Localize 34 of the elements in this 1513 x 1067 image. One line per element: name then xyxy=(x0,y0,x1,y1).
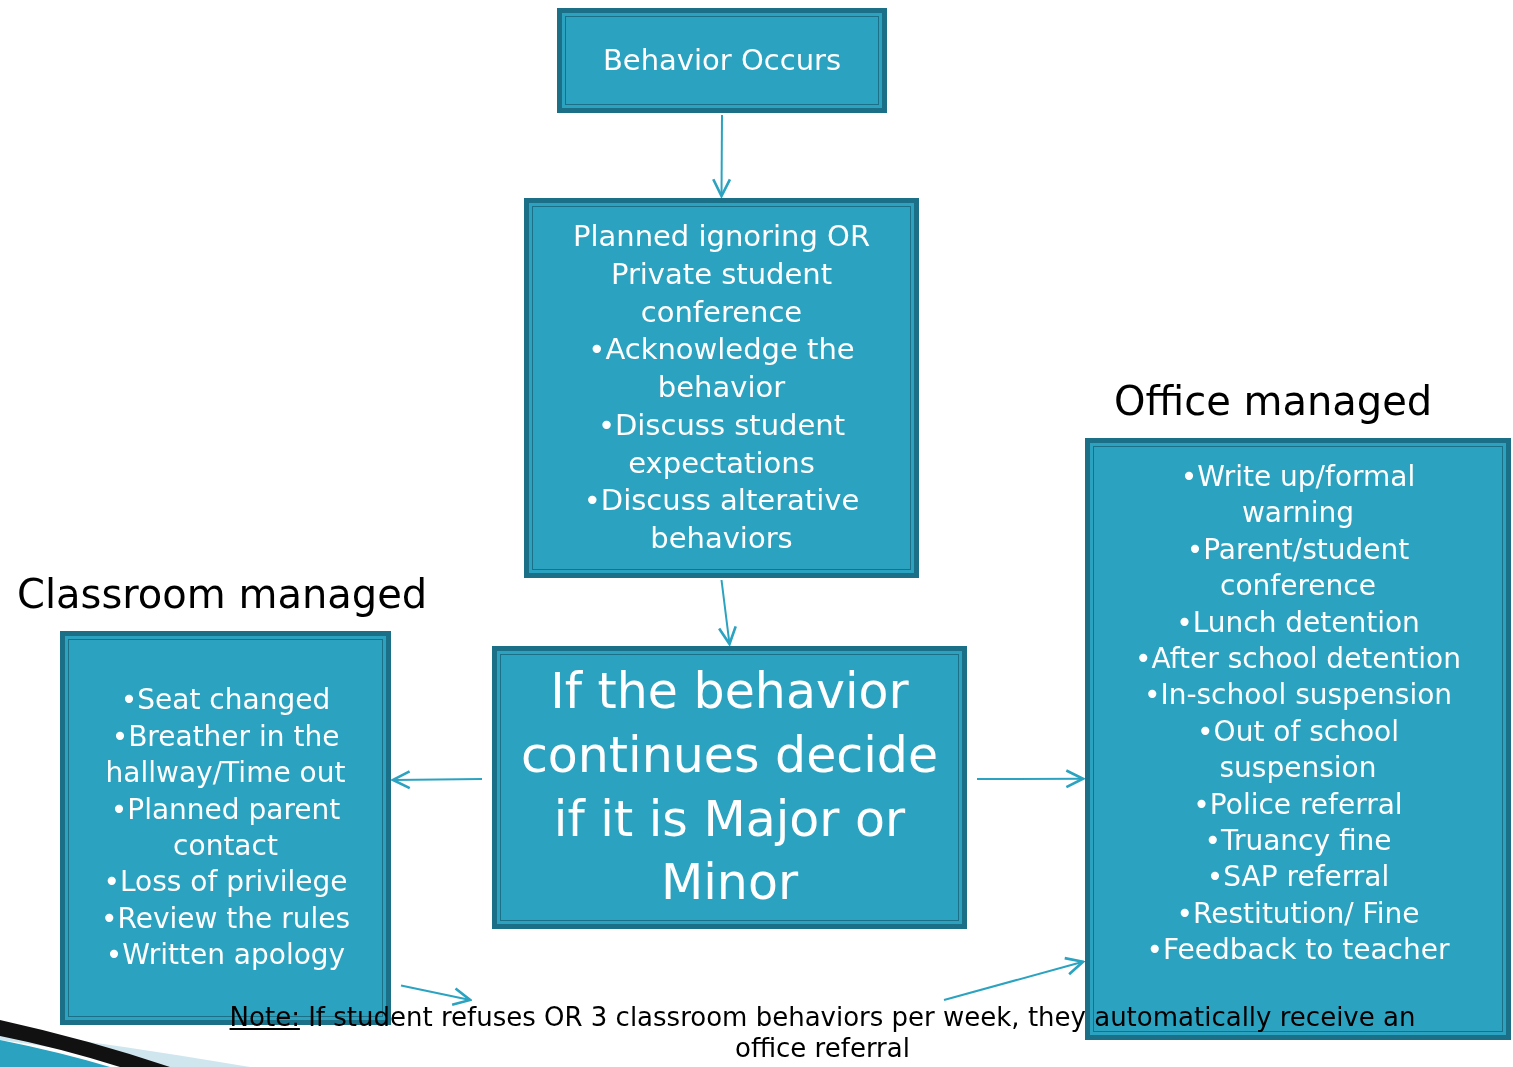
process-box xyxy=(524,198,919,578)
list-item: •In-school suspension xyxy=(1142,677,1454,714)
arrow xyxy=(717,579,738,646)
list-item: •Review the rules xyxy=(100,900,351,937)
section-heading: Office managed xyxy=(1114,377,1433,425)
list-item: •Lunch detention xyxy=(1175,604,1421,641)
list-item: •Out of school suspension xyxy=(1196,713,1400,787)
arrow xyxy=(400,984,472,1007)
list-item: •Loss of privilege xyxy=(102,864,349,901)
list-item: •After school detention xyxy=(1134,640,1462,677)
list-item: •Police referral xyxy=(1192,786,1404,823)
list-item: •Parent/student conference xyxy=(1185,531,1411,605)
arrow xyxy=(943,956,1085,1001)
section-heading: Classroom managed xyxy=(17,570,428,618)
list-item: •Planned parent contact xyxy=(109,791,342,864)
box-text: Behavior Occurs xyxy=(601,41,843,79)
list-item: •Seat changed xyxy=(119,682,332,719)
list-item: •Write up/formal warning xyxy=(1179,459,1417,532)
arrow xyxy=(711,114,732,198)
box-text: •Discuss student expectations xyxy=(596,406,847,482)
arrow xyxy=(391,770,483,790)
list-item: •Written apology xyxy=(104,937,347,974)
box-text: •Discuss alterative behaviors xyxy=(582,482,861,557)
arrow xyxy=(976,769,1085,789)
list-item: •Restitution/ Fine xyxy=(1175,895,1421,932)
list-item: •Feedback to teacher xyxy=(1145,932,1451,969)
list-item: •Truancy fine xyxy=(1203,822,1393,859)
decision-box xyxy=(492,646,967,929)
box-text: If the behavior continues decide if it is Major or Minor xyxy=(519,662,940,914)
list-item: •Breather in the hallway/Time out xyxy=(104,718,347,792)
box-text: •Acknowledge the behavior xyxy=(587,331,856,407)
start-box xyxy=(557,8,887,113)
list-item: •SAP referral xyxy=(1205,859,1391,896)
box-text: Planned ignoring OR Private student conference xyxy=(571,218,872,331)
